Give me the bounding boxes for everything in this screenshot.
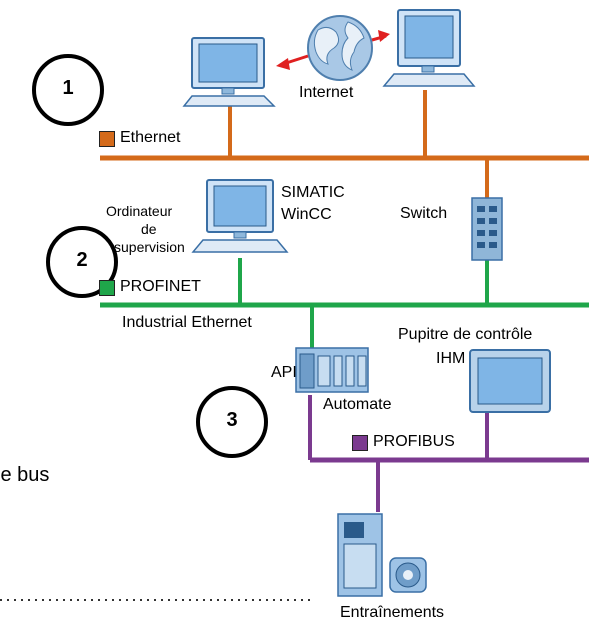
computer-icon <box>191 179 289 253</box>
profibus-lines <box>308 395 589 512</box>
profinet-legend-swatch <box>99 280 115 296</box>
supervision-label: supervision <box>114 239 185 255</box>
ethernet-legend-swatch <box>99 131 115 147</box>
callout-circle-1 <box>32 54 104 126</box>
callout-number-3: 3 <box>226 409 238 431</box>
callout-circle-2 <box>46 226 118 298</box>
api-label: API <box>271 364 297 381</box>
entrainements-label: Entraînements <box>340 604 445 621</box>
simatic-label: SIMATIC <box>281 184 345 201</box>
profibus-legend-swatch <box>352 435 368 451</box>
ethernet-label: Ethernet <box>120 129 181 146</box>
plc-icon <box>295 347 369 393</box>
pupitre-label: Pupitre de contrôle <box>398 326 533 343</box>
de-label: de <box>141 221 157 237</box>
profibus-label: PROFIBUS <box>373 433 455 450</box>
drive-motor-icon <box>337 513 427 597</box>
automate-label: Automate <box>323 396 392 413</box>
computer-icon <box>182 37 276 107</box>
wincc-label: WinCC <box>281 206 332 223</box>
callout-circle-3 <box>196 386 268 458</box>
ordinateur-label: Ordinateur <box>106 203 173 219</box>
callout-number-1: 1 <box>62 77 74 99</box>
computer-icon <box>382 9 476 87</box>
ihm-label: IHM <box>436 350 466 367</box>
hmi-panel-icon <box>469 349 551 413</box>
switch-label: Switch <box>400 205 448 222</box>
le-bus-label: le bus <box>0 464 50 486</box>
internet-label: Internet <box>299 84 354 101</box>
globe-icon <box>276 15 390 81</box>
profinet-lines <box>100 258 589 352</box>
industrial-ethernet-label: Industrial Ethernet <box>122 314 252 331</box>
ethernet-lines <box>100 90 589 200</box>
switch-icon <box>471 197 503 261</box>
callout-number-2: 2 <box>76 249 88 271</box>
profinet-label: PROFINET <box>120 278 201 295</box>
